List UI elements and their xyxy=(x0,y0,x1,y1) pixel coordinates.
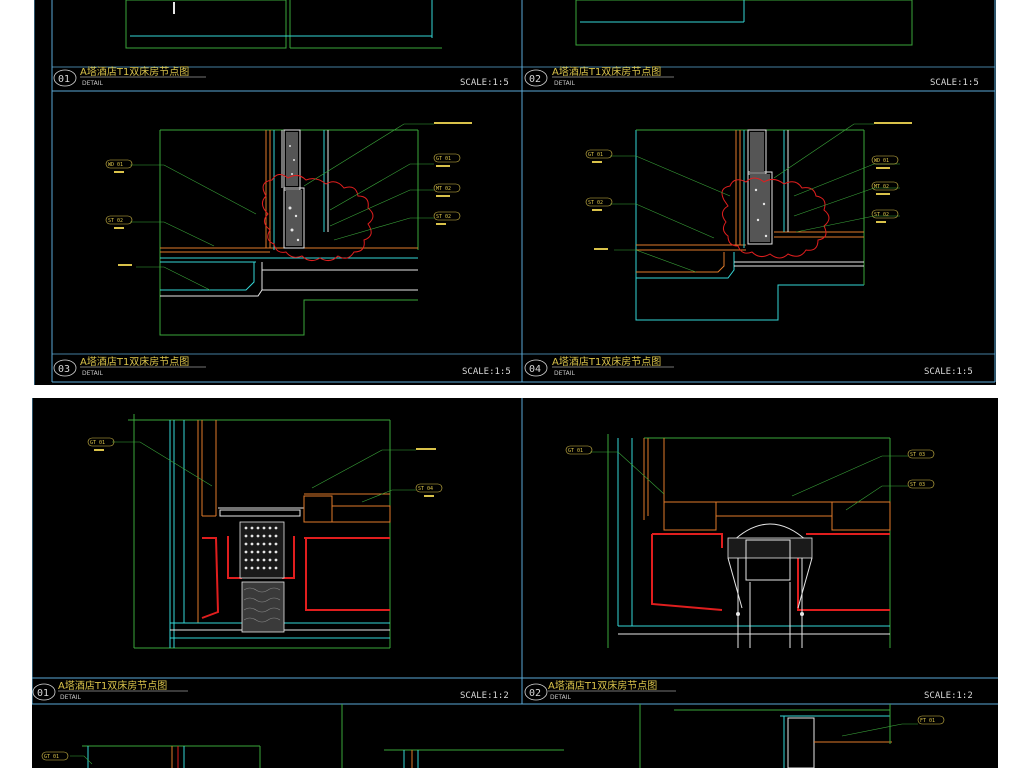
bottom-detail-number-02: 02 xyxy=(529,688,541,699)
tag-wd01-b: WD 01 xyxy=(874,158,889,164)
detail-scale-03: SCALE:1:5 xyxy=(462,367,511,377)
drawing-sheet-bottom: GT 01 ST 04 xyxy=(32,398,998,768)
detail-number-04: 04 xyxy=(529,364,541,375)
detail-title-01: A塔酒店T1双床房节点图 xyxy=(80,65,189,78)
tag-wd01-a: WD 01 xyxy=(108,162,123,168)
cad-sheet-top: WD 01 ST 02 GT 01 MT 02 ST 02 xyxy=(34,0,996,385)
detail-title-04: A塔酒店T1双床房节点图 xyxy=(552,355,661,368)
detail-title-03: A塔酒店T1双床房节点图 xyxy=(80,355,189,368)
tag-gt01-a: GT 01 xyxy=(436,156,451,162)
detail-scale-04: SCALE:1:5 xyxy=(924,367,973,377)
tag-st02-a: ST 02 xyxy=(108,218,123,224)
detail-sub-04: DETAIL xyxy=(554,370,575,377)
tag-st03-b: ST 03 xyxy=(910,482,925,488)
drawing-sheet-top: WD 01 ST 02 GT 01 MT 02 ST 02 xyxy=(34,0,996,385)
detail-sub-03: DETAIL xyxy=(82,370,103,377)
bottom-detail-sub-01: DETAIL xyxy=(60,694,81,701)
tag-gt01-e: GT 01 xyxy=(44,754,59,760)
tag-mt02-a: MT 02 xyxy=(436,186,451,192)
tag-ft01: FT 01 xyxy=(920,718,935,724)
tag-gt01-b: GT 01 xyxy=(588,152,603,158)
detail-scale-01: SCALE:1:5 xyxy=(460,78,509,88)
tag-gt01-d: GT 01 xyxy=(568,448,583,454)
tag-st02-d: ST 02 xyxy=(874,212,889,218)
cad-sheet-bottom: GT 01 ST 04 xyxy=(32,398,998,768)
bottom-detail-title-01: A塔酒店T1双床房节点图 xyxy=(58,679,167,692)
tag-st04: ST 04 xyxy=(418,486,433,492)
bottom-detail-scale-01: SCALE:1:2 xyxy=(460,691,509,701)
detail-sub-01: DETAIL xyxy=(82,80,103,87)
detail-sub-02: DETAIL xyxy=(554,80,575,87)
detail-scale-02: SCALE:1:5 xyxy=(930,78,979,88)
bottom-detail-scale-02: SCALE:1:2 xyxy=(924,691,973,701)
tag-st02-b: ST 02 xyxy=(436,214,451,220)
bottom-detail-title-02: A塔酒店T1双床房节点图 xyxy=(548,679,657,692)
tag-gt01-c: GT 01 xyxy=(90,440,105,446)
bottom-detail-number-01: 01 xyxy=(37,688,49,699)
tag-st03-a: ST 03 xyxy=(910,452,925,458)
detail-number-02: 02 xyxy=(529,74,541,85)
tag-mt02-b: MT 02 xyxy=(874,184,889,190)
drain-grate-dots xyxy=(244,526,278,570)
detail-title-02: A塔酒店T1双床房节点图 xyxy=(552,65,661,78)
detail-number-01: 01 xyxy=(58,74,70,85)
tag-st02-c: ST 02 xyxy=(588,200,603,206)
bottom-detail-sub-02: DETAIL xyxy=(550,694,571,701)
detail-number-03: 03 xyxy=(58,364,70,375)
